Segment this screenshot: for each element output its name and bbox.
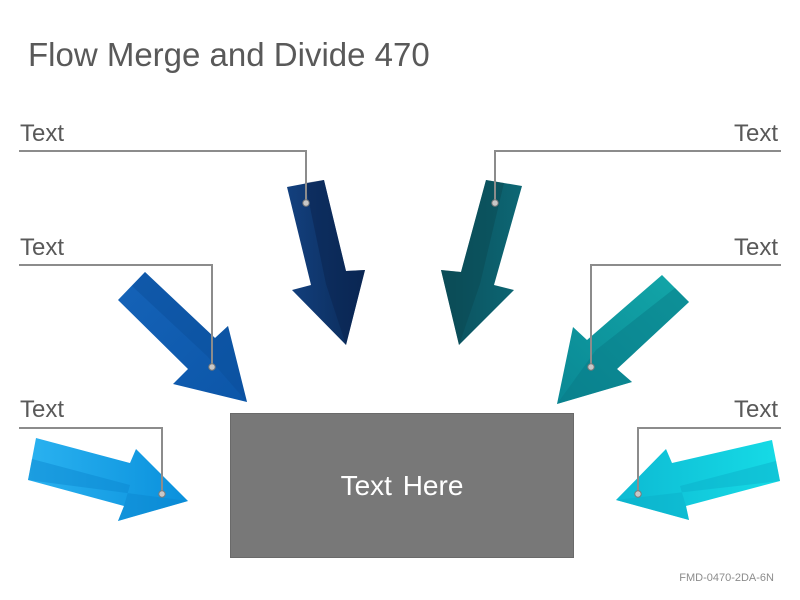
label-top-left: Text	[20, 120, 65, 147]
arrow-top-right	[441, 180, 522, 345]
arrow-top-left	[287, 180, 365, 345]
connector-bottom-right	[637, 427, 781, 494]
connector-dot	[208, 363, 216, 371]
page-title: Flow Merge and Divide 470	[28, 36, 430, 73]
connector-mid-left	[19, 264, 213, 367]
connector-dot	[587, 363, 595, 371]
slide-code: FMD-0470-2DA-6N	[679, 572, 774, 584]
label-bottom-right: Text	[733, 396, 778, 423]
connector-dot	[491, 199, 499, 207]
label-bottom-left: Text	[20, 396, 65, 423]
connector-dots	[158, 199, 642, 498]
connector-dot	[634, 490, 642, 498]
connector-dot	[302, 199, 310, 207]
connector-dot	[158, 490, 166, 498]
arrow-bottom-right	[616, 440, 780, 520]
arrow-mid-right	[557, 275, 689, 404]
connectors	[19, 150, 781, 494]
connector-bottom-left	[19, 427, 163, 494]
arrow-mid-left	[118, 272, 247, 402]
label-mid-left: Text	[20, 234, 65, 261]
center-box: Text Here	[230, 413, 574, 558]
label-top-right: Text	[733, 120, 778, 147]
arrow-bottom-left	[28, 438, 188, 521]
connector-top-right	[494, 150, 781, 203]
center-box-text: Text Here	[340, 469, 464, 501]
label-mid-right: Text	[733, 234, 778, 261]
connector-top-left	[19, 150, 307, 203]
connector-mid-right	[590, 264, 781, 367]
